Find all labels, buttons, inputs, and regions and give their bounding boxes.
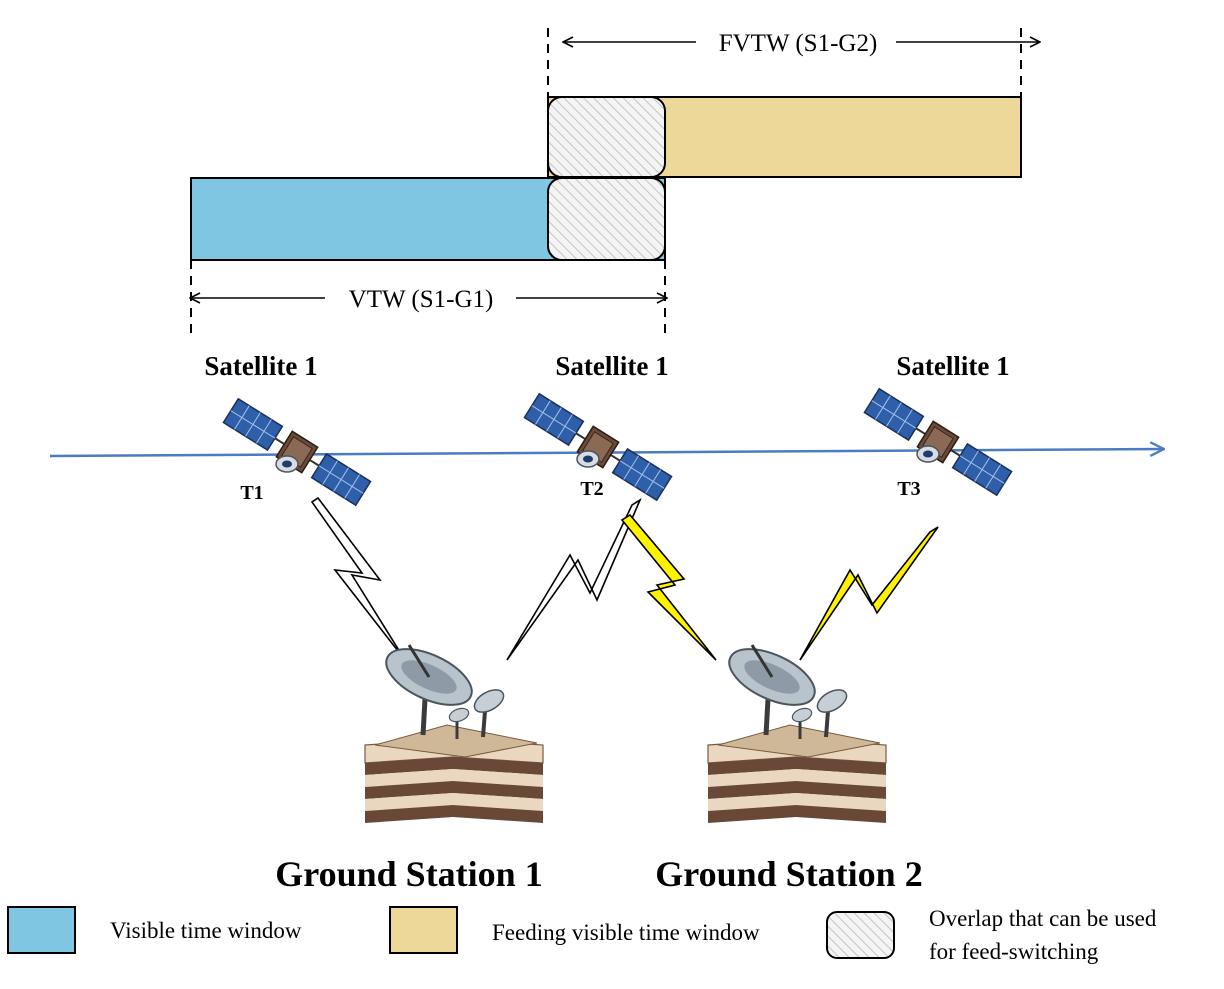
link-t2-gs1 <box>506 497 642 661</box>
link-t2-gs2-feeding <box>620 513 717 661</box>
satellite-label-3: Satellite 1 <box>896 351 1009 381</box>
link-t1-gs1 <box>310 496 406 661</box>
satellite-label-1: Satellite 1 <box>204 351 317 381</box>
overlap-box-top <box>547 96 666 178</box>
legend-label-overlap-line2: for feed-switching <box>929 939 1099 964</box>
legend-label-feeding: Feeding visible time window <box>492 920 760 945</box>
legend-label-overlap-line1: Overlap that can be used <box>929 906 1157 931</box>
satellite-icon-t3 <box>862 386 1014 498</box>
legend-swatch-visible <box>7 906 76 954</box>
ground-station-icon-1 <box>365 638 543 823</box>
fvtw-label: FVTW (S1-G2) <box>719 30 878 57</box>
ground-station-icon-2 <box>708 638 886 823</box>
satellite-label-2: Satellite 1 <box>555 351 668 381</box>
overlap-box-bottom <box>547 177 666 261</box>
legend-label-visible: Visible time window <box>110 918 302 943</box>
ground-station-label-2: Ground Station 2 <box>655 854 922 894</box>
legend-swatch-overlap <box>826 911 895 959</box>
time-label-t1: T1 <box>240 482 263 504</box>
vtw-label: VTW (S1-G1) <box>349 286 494 313</box>
ground-station-label-1: Ground Station 1 <box>275 854 542 894</box>
time-label-t3: T3 <box>897 478 920 500</box>
link-t3-gs2-feeding <box>799 526 939 661</box>
time-label-t2: T2 <box>580 478 603 500</box>
legend-swatch-feeding <box>389 906 458 954</box>
